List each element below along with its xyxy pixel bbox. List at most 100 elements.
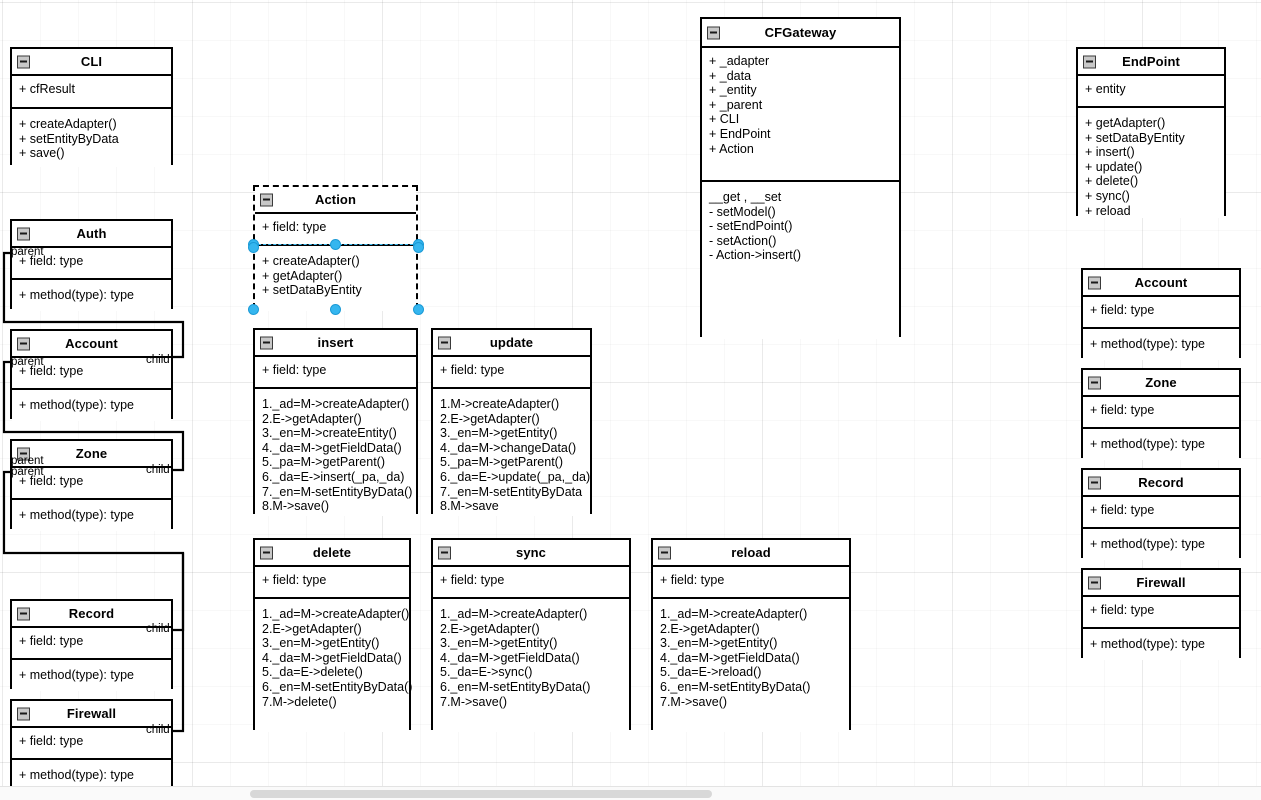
uml-class-name: Firewall [66,706,117,721]
uml-operations-compartment: + method(type): type [12,760,171,791]
uml-operation: 5._da=E->delete() [262,665,363,680]
uml-attributes-compartment: + field: type [1083,597,1239,629]
uml-operation: + method(type): type [1090,637,1205,651]
uml-operations-compartment: + method(type): type [12,500,171,531]
uml-attributes-compartment: + field: type [12,248,171,280]
uml-operation: + method(type): type [19,668,134,682]
collapse-minus-icon[interactable] [260,193,273,206]
uml-class-record-right[interactable]: Record+ field: type+ method(type): type [1081,468,1241,560]
uml-operation: - setEndPoint() [709,219,793,234]
uml-class-zone-right[interactable]: Zone+ field: type+ method(type): type [1081,368,1241,460]
resize-handle-e[interactable] [412,241,424,253]
uml-class-name: CLI [80,54,103,69]
uml-class-header: Account [1083,270,1239,297]
uml-attribute: + _entity [709,83,757,98]
uml-operation: 4._da=M->getFieldData() [262,440,402,455]
uml-attributes-compartment: + field: type [1083,497,1239,529]
resize-handle-w[interactable] [247,241,259,253]
resize-handle-s[interactable] [330,303,341,315]
association-role-label: child [146,354,170,366]
uml-class-name: Zone [75,446,108,461]
uml-operation: 7.M->save() [440,694,508,709]
uml-class-endpoint[interactable]: EndPoint+ entity+ getAdapter()+ setDataB… [1076,47,1226,218]
collapse-minus-icon[interactable] [707,26,720,39]
collapse-minus-icon[interactable] [1088,376,1101,389]
uml-attribute: + field: type [440,573,505,587]
association-role-label: parent [11,246,44,258]
uml-class-name: CFGateway [764,25,837,40]
uml-attribute: + field: type [19,364,84,378]
uml-operations-compartment: + method(type): type [1083,329,1239,360]
collapse-minus-icon[interactable] [17,337,30,350]
uml-class-header: CLI [12,49,171,76]
uml-operations-compartment: + method(type): type [12,280,171,311]
uml-attributes-compartment: + field: type [255,214,416,246]
uml-operation: 1._ad=M->createAdapter() [440,607,588,621]
collapse-minus-icon[interactable] [17,447,30,460]
collapse-minus-icon[interactable] [1088,576,1101,589]
uml-operation: - setAction() [709,233,777,248]
uml-operation: 4._da=M->getFieldData() [262,650,402,665]
uml-attribute: + field: type [19,734,84,748]
collapse-minus-icon[interactable] [260,336,273,349]
uml-class-cli[interactable]: CLI+ cfResult+ createAdapter()+ setEntit… [10,47,173,167]
uml-operation: 3._en=M->getEntity() [660,636,778,651]
uml-operation: 8.M->save() [262,499,330,514]
resize-handle-se[interactable] [412,303,424,315]
uml-class-cfgateway[interactable]: CFGateway + _adapter+ _data+ _entity+ _pa… [700,17,901,339]
horizontal-scrollbar-thumb[interactable] [250,790,712,798]
uml-operation: + method(type): type [1090,437,1205,451]
uml-class-sync[interactable]: sync + field: type 1._ad=M->createAdapter(… [431,538,631,732]
uml-attribute: + field: type [262,573,327,587]
uml-class-account-left[interactable]: Account+ field: type+ method(type): type [10,329,173,421]
collapse-minus-icon[interactable] [260,546,273,559]
uml-class-header: Zone [1083,370,1239,397]
uml-class-header: Auth [12,221,171,248]
uml-class-zone-left[interactable]: Zone+ field: type+ method(type): type [10,439,173,531]
collapse-minus-icon[interactable] [438,336,451,349]
uml-class-account-right[interactable]: Account+ field: type+ method(type): type [1081,268,1241,360]
uml-class-firewall-right[interactable]: Firewall+ field: type+ method(type): typ… [1081,568,1241,660]
uml-operation: 7._en=M-setEntityByData [440,484,583,499]
uml-class-name: Record [68,606,115,621]
uml-class-header: Zone [12,441,171,468]
uml-class-header: CFGateway [702,19,899,48]
uml-operations-compartment: + getAdapter()+ setDataByEntity+ insert(… [1078,108,1224,218]
uml-operation: + save() [19,146,65,161]
collapse-minus-icon[interactable] [1088,276,1101,289]
collapse-minus-icon[interactable] [658,546,671,559]
collapse-minus-icon[interactable] [17,707,30,720]
uml-class-header: sync [433,540,629,567]
uml-class-name: Zone [1145,375,1177,390]
uml-class-firewall-left[interactable]: Firewall + field: type + method(type): typ… [10,699,173,791]
horizontal-scrollbar-track[interactable] [0,786,1261,800]
collapse-minus-icon[interactable] [1083,55,1096,68]
uml-operation: + sync() [1085,188,1130,203]
uml-operation: + method(type): type [19,768,134,782]
uml-operation: + method(type): type [19,398,134,412]
collapse-minus-icon[interactable] [17,227,30,240]
uml-operation: 3._en=M->getEntity() [440,426,558,441]
uml-class-header: Action [255,187,416,214]
uml-operations-compartment: 1._ad=M->createAdapter()2.E->getAdapter(… [433,599,629,732]
uml-class-auth[interactable]: Auth+ field: type+ method(type): type [10,219,173,311]
resize-handle-sw[interactable] [247,303,259,315]
uml-operation: 1._ad=M->createAdapter() [262,607,410,621]
zone-to-firewall-association [173,553,185,733]
collapse-minus-icon[interactable] [1088,476,1101,489]
uml-operation: 2.E->getAdapter() [262,621,362,636]
collapse-minus-icon[interactable] [17,607,30,620]
uml-operations-compartment: + method(type): type [1083,629,1239,660]
uml-class-record-left[interactable]: Record+ field: type+ method(type): type [10,599,173,691]
uml-attribute: + CLI [709,112,740,127]
uml-attribute: + field: type [660,573,725,587]
resize-handle-n[interactable] [330,238,341,250]
uml-attributes-compartment: + _adapter+ _data+ _entity+ _parent+ CLI… [702,48,899,182]
collapse-minus-icon[interactable] [17,55,30,68]
collapse-minus-icon[interactable] [438,546,451,559]
